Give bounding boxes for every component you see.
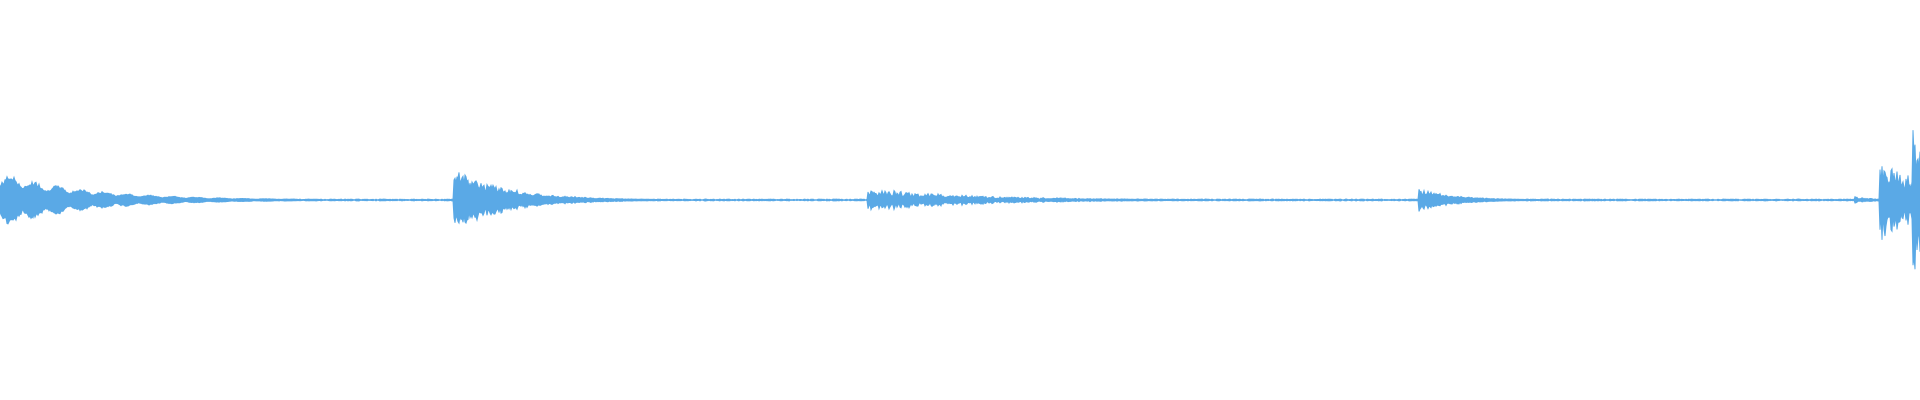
waveform-path [0,130,1920,270]
